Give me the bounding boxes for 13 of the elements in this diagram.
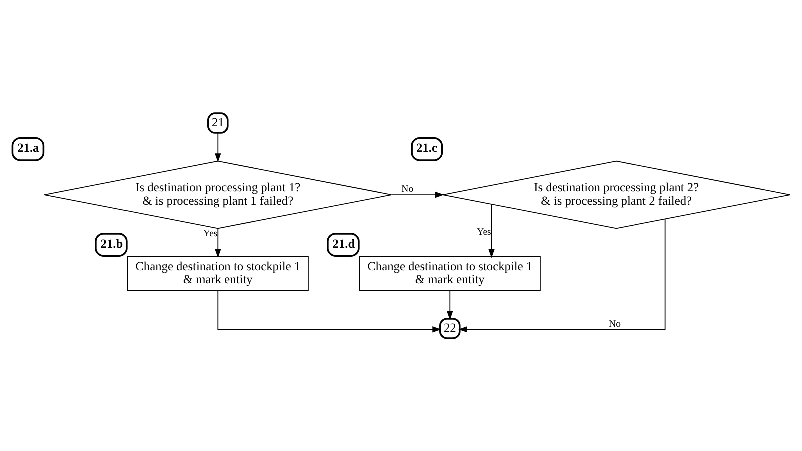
- node-label: 21.c: [416, 140, 438, 155]
- node-label: 21.a: [18, 140, 40, 155]
- arrow: [218, 290, 442, 332]
- edge-label: No: [609, 318, 622, 330]
- arrow: [215, 228, 222, 258]
- edge-label: No: [402, 184, 414, 195]
- node-label: 21.b: [100, 236, 124, 250]
- arrow: [215, 132, 222, 162]
- arrow: [488, 204, 495, 258]
- arrow: [391, 191, 444, 198]
- arrow: [458, 218, 666, 332]
- arrow: [447, 290, 454, 320]
- node-label: 21.d: [332, 236, 356, 250]
